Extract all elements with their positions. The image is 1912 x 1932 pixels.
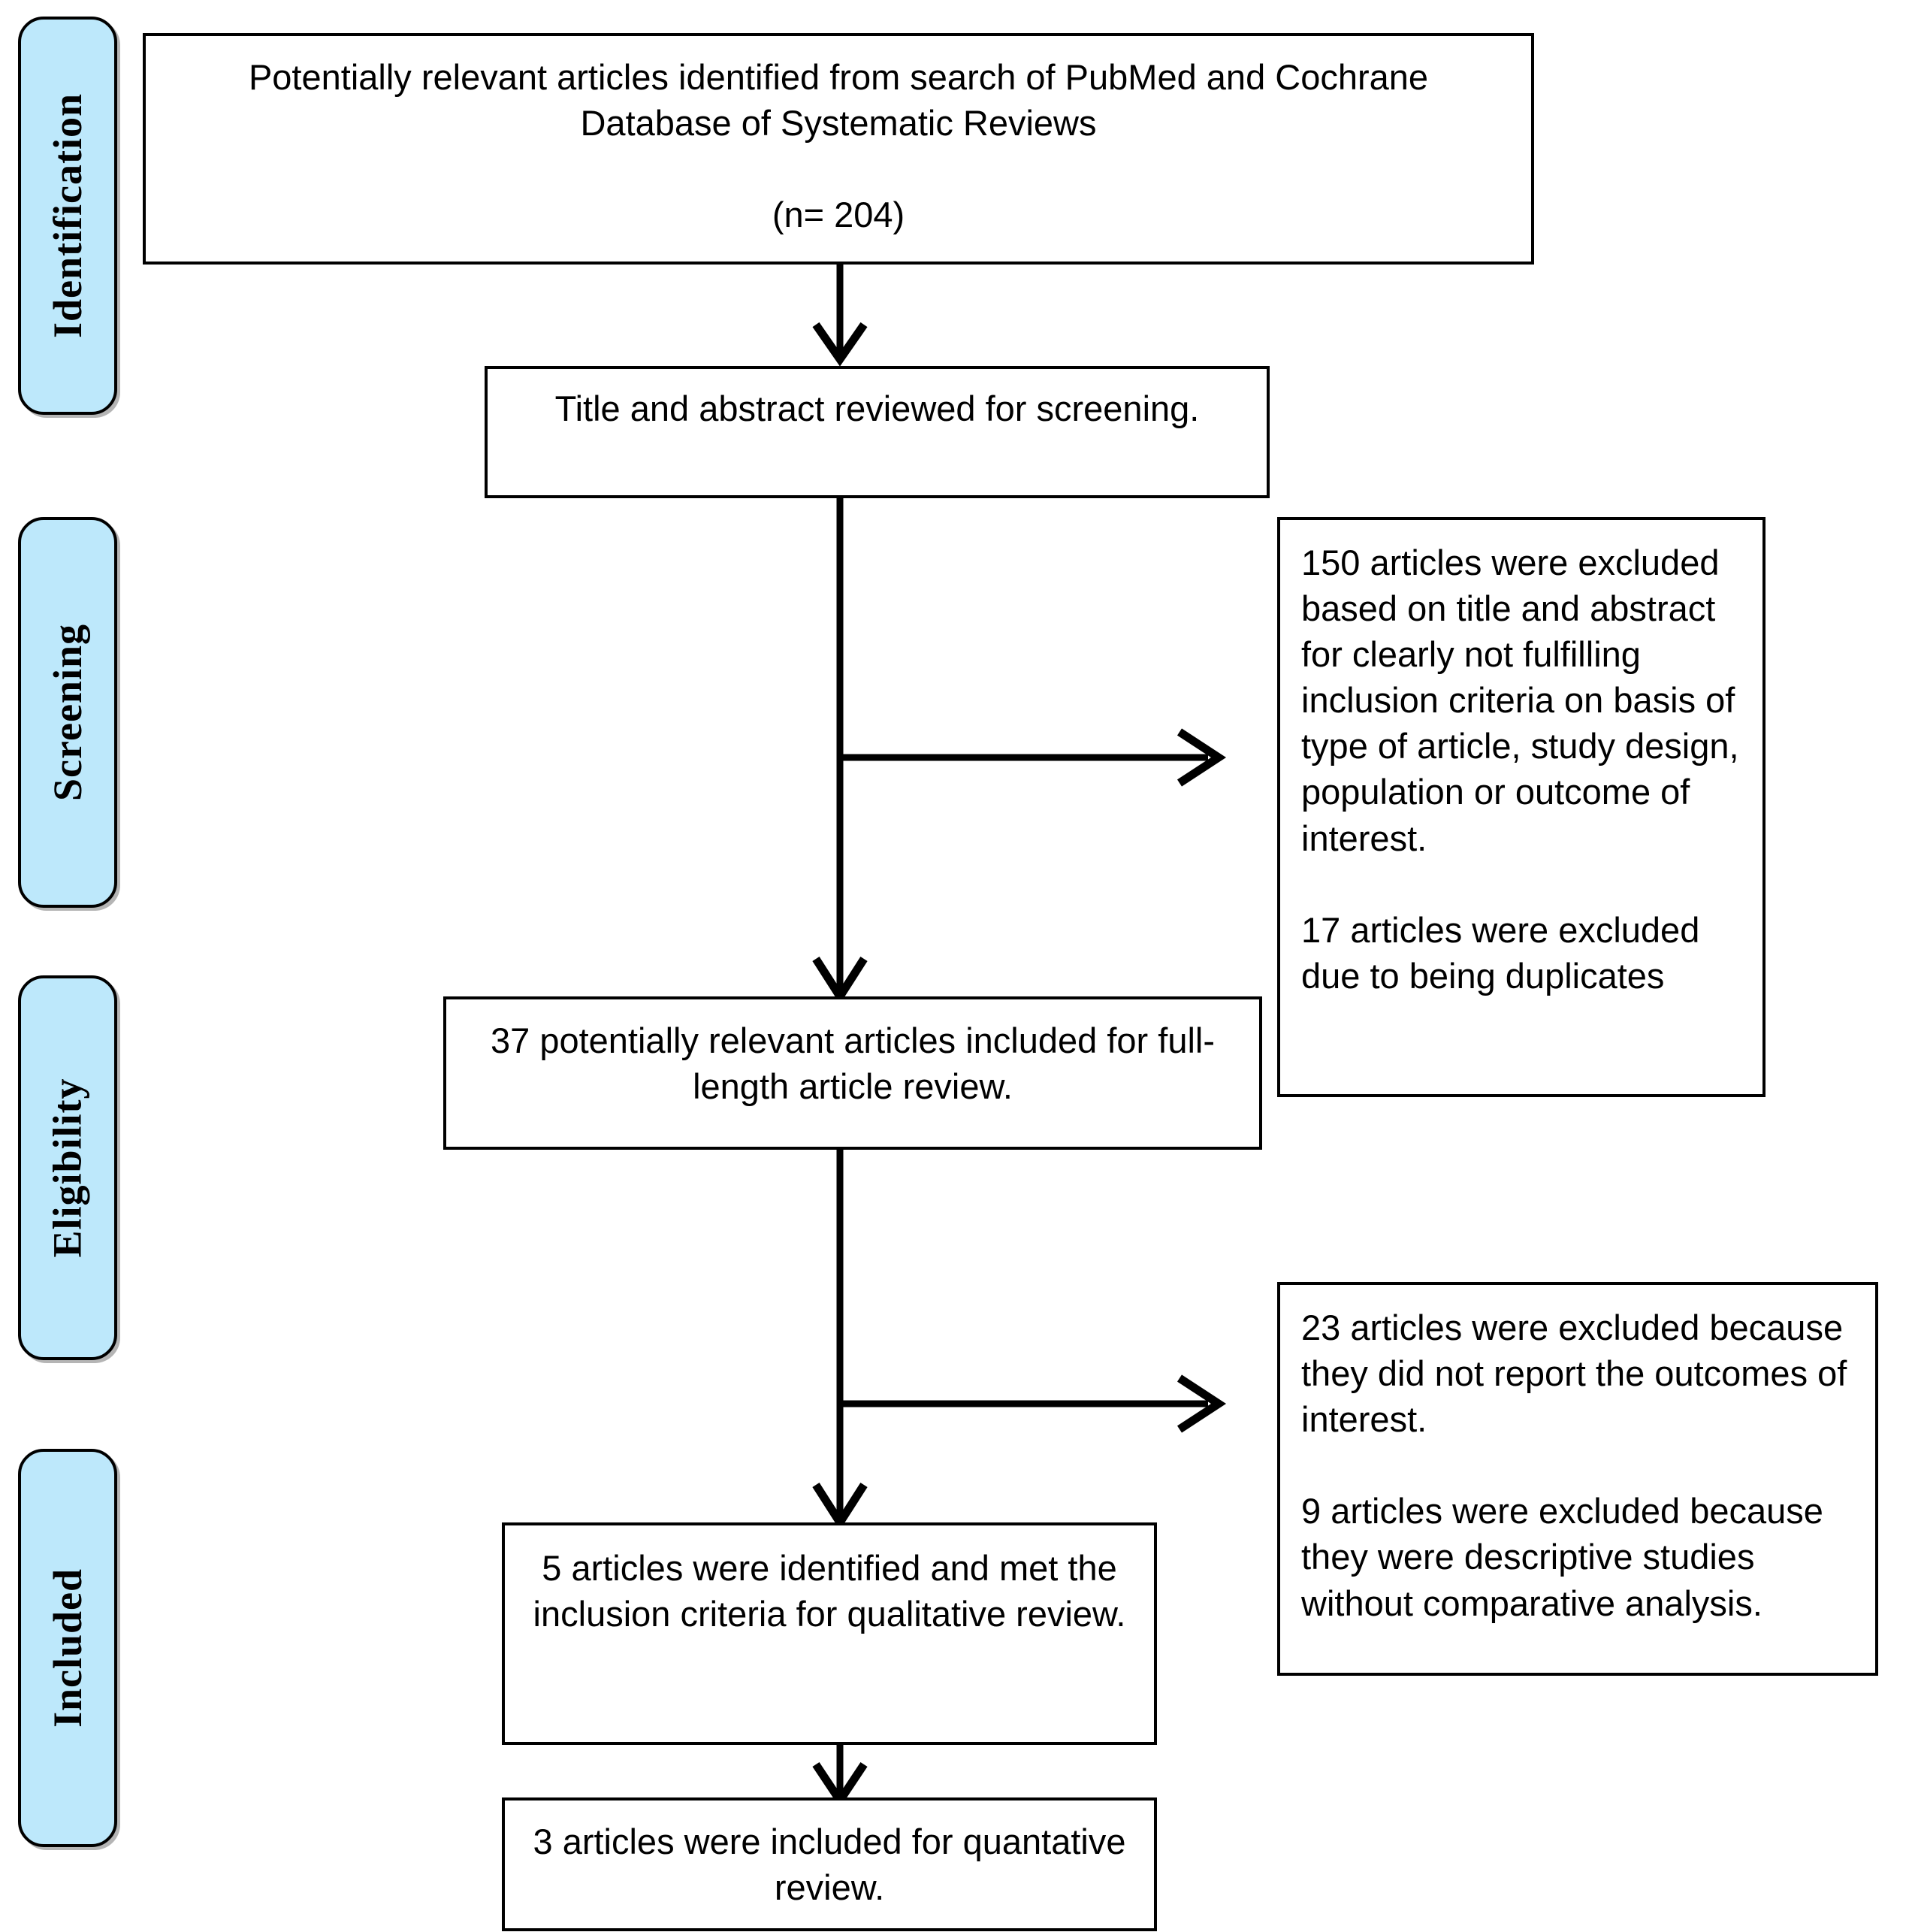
stage-label-identification: Identification bbox=[18, 17, 117, 415]
arrow-fulllength-to-qualitative-head bbox=[812, 1483, 868, 1531]
arrow-screening-exclusion-head bbox=[1176, 728, 1227, 787]
stage-label-included-text: Included bbox=[45, 1568, 90, 1728]
stage-label-eligibility-text: Eligibility bbox=[45, 1078, 90, 1258]
box-eligibility-exclusions-text: 23 articles were excluded because they d… bbox=[1301, 1308, 1847, 1623]
stage-label-screening: Screening bbox=[18, 517, 117, 908]
arrow-screened-to-fulllength-head bbox=[812, 957, 868, 1005]
arrow-eligibility-exclusion-head bbox=[1176, 1374, 1227, 1433]
box-qualitative-review: 5 articles were identified and met the i… bbox=[502, 1522, 1157, 1745]
box-articles-identified: Potentially relevant articles identified… bbox=[143, 33, 1534, 265]
box-qualitative-review-text: 5 articles were identified and met the i… bbox=[533, 1548, 1127, 1634]
box-full-length-review-text: 37 potentially relevant articles include… bbox=[490, 1020, 1215, 1107]
box-articles-identified-text: Potentially relevant articles identified… bbox=[248, 57, 1429, 235]
stage-label-eligibility: Eligibility bbox=[18, 975, 117, 1360]
box-quantitative-review: 3 articles were included for quantative … bbox=[502, 1797, 1157, 1931]
box-quantitative-review-text: 3 articles were included for quantative … bbox=[533, 1822, 1136, 1908]
box-screening-exclusions: 150 articles were excluded based on titl… bbox=[1277, 517, 1766, 1097]
box-title-abstract-screened-text: Title and abstract reviewed for screenin… bbox=[554, 389, 1200, 428]
stage-label-screening-text: Screening bbox=[45, 624, 90, 801]
stage-label-identification-text: Identification bbox=[45, 92, 91, 339]
box-full-length-review: 37 potentially relevant articles include… bbox=[443, 996, 1262, 1150]
box-eligibility-exclusions: 23 articles were excluded because they d… bbox=[1277, 1282, 1878, 1676]
stage-label-included: Included bbox=[18, 1449, 117, 1847]
arrow-qualitative-to-quantitative-head bbox=[812, 1761, 868, 1808]
box-screening-exclusions-text: 150 articles were excluded based on titl… bbox=[1301, 543, 1739, 996]
arrow-identified-to-screened-head bbox=[812, 322, 868, 367]
box-title-abstract-screened: Title and abstract reviewed for screenin… bbox=[485, 366, 1270, 498]
